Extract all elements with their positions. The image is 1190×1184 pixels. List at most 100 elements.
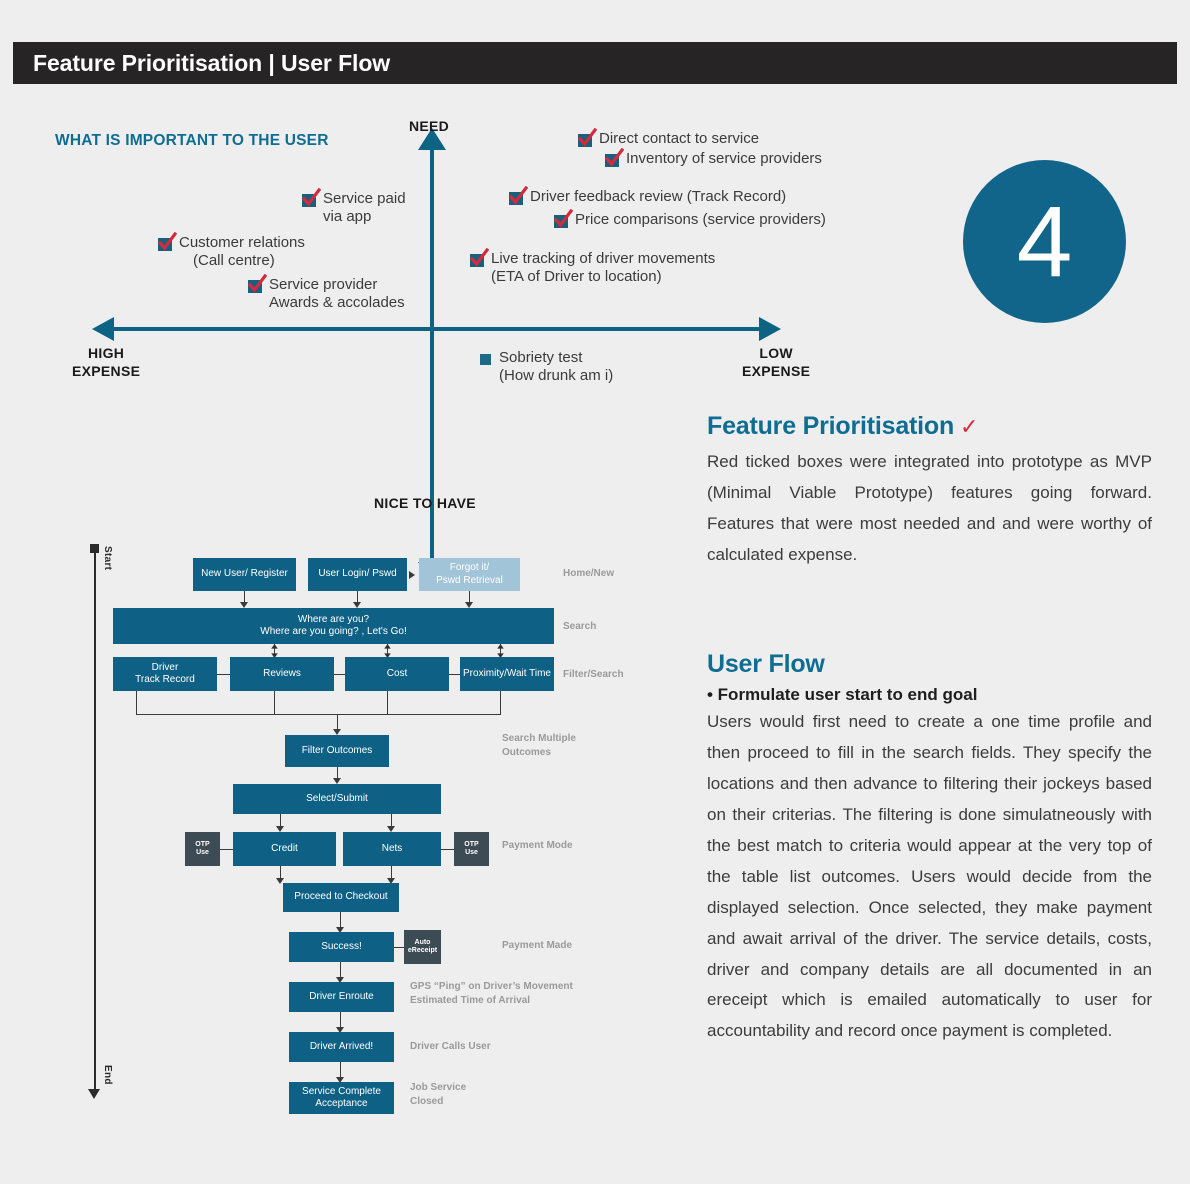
flow-node-credit[interactable]: Credit — [233, 832, 336, 866]
axis-label-low-expense: LOW EXPENSE — [742, 345, 810, 380]
chart-point-customer-relations: Customer relations (Call centre) — [157, 232, 305, 271]
red-ticked-box-icon — [604, 148, 624, 168]
chart-point-label-line1: Price comparisons (service providers) — [575, 211, 826, 228]
flow-connector — [244, 591, 246, 603]
flow-node-proceed-to-checkout[interactable]: Proceed to Checkout — [283, 883, 399, 912]
user-flow-diagram: Start End New User/ Register User Login/… — [80, 540, 690, 1120]
flow-connector — [340, 1062, 342, 1078]
chart-point-label-line2: Awards & accolades — [269, 294, 405, 312]
flow-node-success[interactable]: Success! — [289, 932, 394, 962]
axis-label-low-expense-line2: EXPENSE — [742, 362, 811, 379]
axis-arrow-up-icon — [418, 128, 446, 150]
flow-connector — [340, 1012, 342, 1028]
flow-double-arrow-icon — [384, 644, 391, 658]
flow-node-driver-track-record[interactable]: Driver Track Record — [113, 657, 217, 691]
flow-arrow-down-icon — [240, 602, 248, 608]
flow-connector — [441, 849, 454, 851]
flow-connector — [280, 814, 282, 827]
flow-connector — [500, 644, 502, 659]
plain-box-icon — [480, 354, 491, 365]
flow-node-search[interactable]: Where are you? Where are you going? , Le… — [113, 608, 554, 644]
red-ticked-box-icon — [577, 128, 597, 148]
flow-stage-job-service-closed: Job Service Closed — [410, 1082, 467, 1107]
flow-node-select-submit[interactable]: Select/Submit — [233, 784, 441, 814]
flow-stage-payment-made: Payment Made — [502, 940, 573, 951]
flow-connector — [387, 691, 389, 715]
flow-node-user-login[interactable]: User Login/ Pswd — [308, 558, 407, 591]
flow-connector — [469, 591, 471, 603]
red-ticked-box-icon — [247, 274, 267, 294]
flow-arrow-down-icon — [336, 1077, 344, 1083]
axis-label-high-expense-line2: EXPENSE — [72, 362, 141, 379]
timeline-start-label: Start — [102, 546, 113, 571]
chart-point-label-line2: (Call centre) — [193, 252, 275, 270]
chart-point-label-line1: Service provider — [269, 276, 378, 293]
flow-stage-driver-calls-user: Driver Calls User — [410, 1041, 491, 1052]
flow-stage-filter-search: Filter/Search — [563, 669, 624, 680]
chart-point-label-line1: Driver feedback review (Track Record) — [530, 188, 787, 205]
flow-connector — [217, 674, 230, 676]
flow-arrow-down-icon — [336, 927, 344, 933]
flow-double-arrow-icon — [497, 644, 504, 658]
chart-point-live-tracking: Live tracking of driver movements (ETA o… — [469, 248, 716, 287]
flow-arrow-down-icon — [387, 826, 395, 832]
feature-prioritisation-heading: Feature Prioritisation✓ — [707, 412, 1152, 441]
flow-arrow-down-icon — [276, 878, 284, 884]
flow-node-forgot-password[interactable]: Forgot it/ Pswd Retrieval — [419, 558, 520, 591]
flow-connector — [500, 691, 502, 715]
flow-connector — [136, 691, 138, 715]
flow-connector — [357, 591, 359, 603]
page-number-value: 4 — [1016, 185, 1073, 298]
flow-connector — [394, 947, 404, 949]
flow-arrow-down-icon — [336, 977, 344, 983]
user-flow-body: Users would first need to create a one t… — [707, 712, 1152, 1041]
flow-connector — [340, 962, 342, 978]
flow-node-new-user-register[interactable]: New User/ Register — [193, 558, 296, 591]
flow-node-driver-enroute[interactable]: Driver Enroute — [289, 982, 394, 1012]
flow-arrow-down-icon — [465, 602, 473, 608]
axis-arrow-right-icon — [759, 317, 781, 341]
flow-node-nets[interactable]: Nets — [343, 832, 441, 866]
page-title: Feature Prioritisation | User Flow — [33, 49, 391, 76]
feature-prioritisation-heading-text: Feature Prioritisation — [707, 412, 955, 440]
flow-stage-payment-mode: Payment Mode — [502, 840, 573, 851]
chart-point-inventory-providers: Inventory of service providers — [604, 148, 822, 168]
red-ticked-box-icon — [301, 188, 321, 208]
red-check-icon: ✓ — [960, 414, 979, 439]
user-flow-heading: User Flow — [707, 650, 825, 678]
flow-arrow-down-icon — [333, 778, 341, 784]
horizontal-axis — [100, 327, 767, 331]
red-ticked-box-icon — [508, 186, 528, 206]
axis-arrow-left-icon — [92, 317, 114, 341]
flow-node-reviews[interactable]: Reviews — [230, 657, 334, 691]
flow-node-proximity-wait-time[interactable]: Proximity/Wait Time — [460, 657, 554, 691]
flow-node-auto-ereceipt[interactable]: Auto eReceipt — [404, 930, 441, 964]
flow-stage-gps-ping: GPS “Ping” on Driver’s Movement Estimate… — [410, 981, 573, 1006]
timeline-end-arrow-icon — [88, 1089, 100, 1099]
flow-connector — [449, 674, 461, 676]
flow-connector — [337, 767, 339, 779]
chart-point-label-line2: (ETA of Driver to location) — [491, 268, 662, 286]
red-ticked-box-icon — [469, 248, 489, 268]
flow-node-otp-use-credit[interactable]: OTP Use — [185, 832, 220, 866]
axis-label-high-expense: HIGH EXPENSE — [72, 345, 140, 380]
flow-connector — [337, 714, 339, 731]
flow-node-service-complete-acceptance[interactable]: Service Complete Acceptance — [289, 1082, 394, 1114]
chart-point-driver-feedback: Driver feedback review (Track Record) — [508, 186, 787, 206]
flow-node-cost[interactable]: Cost — [345, 657, 449, 691]
flow-arrow-down-icon — [336, 1027, 344, 1033]
chart-point-label-line1: Live tracking of driver movements — [491, 250, 716, 267]
flow-connector — [387, 644, 389, 659]
chart-title: WHAT IS IMPORTANT TO THE USER — [55, 132, 329, 149]
timeline-end-label: End — [102, 1065, 113, 1085]
flow-stage-search-multiple-outcomes: Search Multiple Outcomes — [502, 733, 576, 758]
flow-arrow-down-icon — [333, 729, 341, 735]
flow-node-driver-arrived[interactable]: Driver Arrived! — [289, 1032, 394, 1062]
chart-point-label-line1: Direct contact to service — [599, 130, 760, 147]
flow-node-otp-use-nets[interactable]: OTP Use — [454, 832, 489, 866]
flow-connector — [220, 849, 233, 851]
feature-prioritisation-section: Feature Prioritisation✓ Red ticked boxes… — [707, 412, 1152, 571]
chart-point-label-line1: Sobriety test — [499, 349, 583, 366]
flow-node-filter-outcomes[interactable]: Filter Outcomes — [285, 735, 389, 767]
red-ticked-box-icon — [157, 232, 177, 252]
